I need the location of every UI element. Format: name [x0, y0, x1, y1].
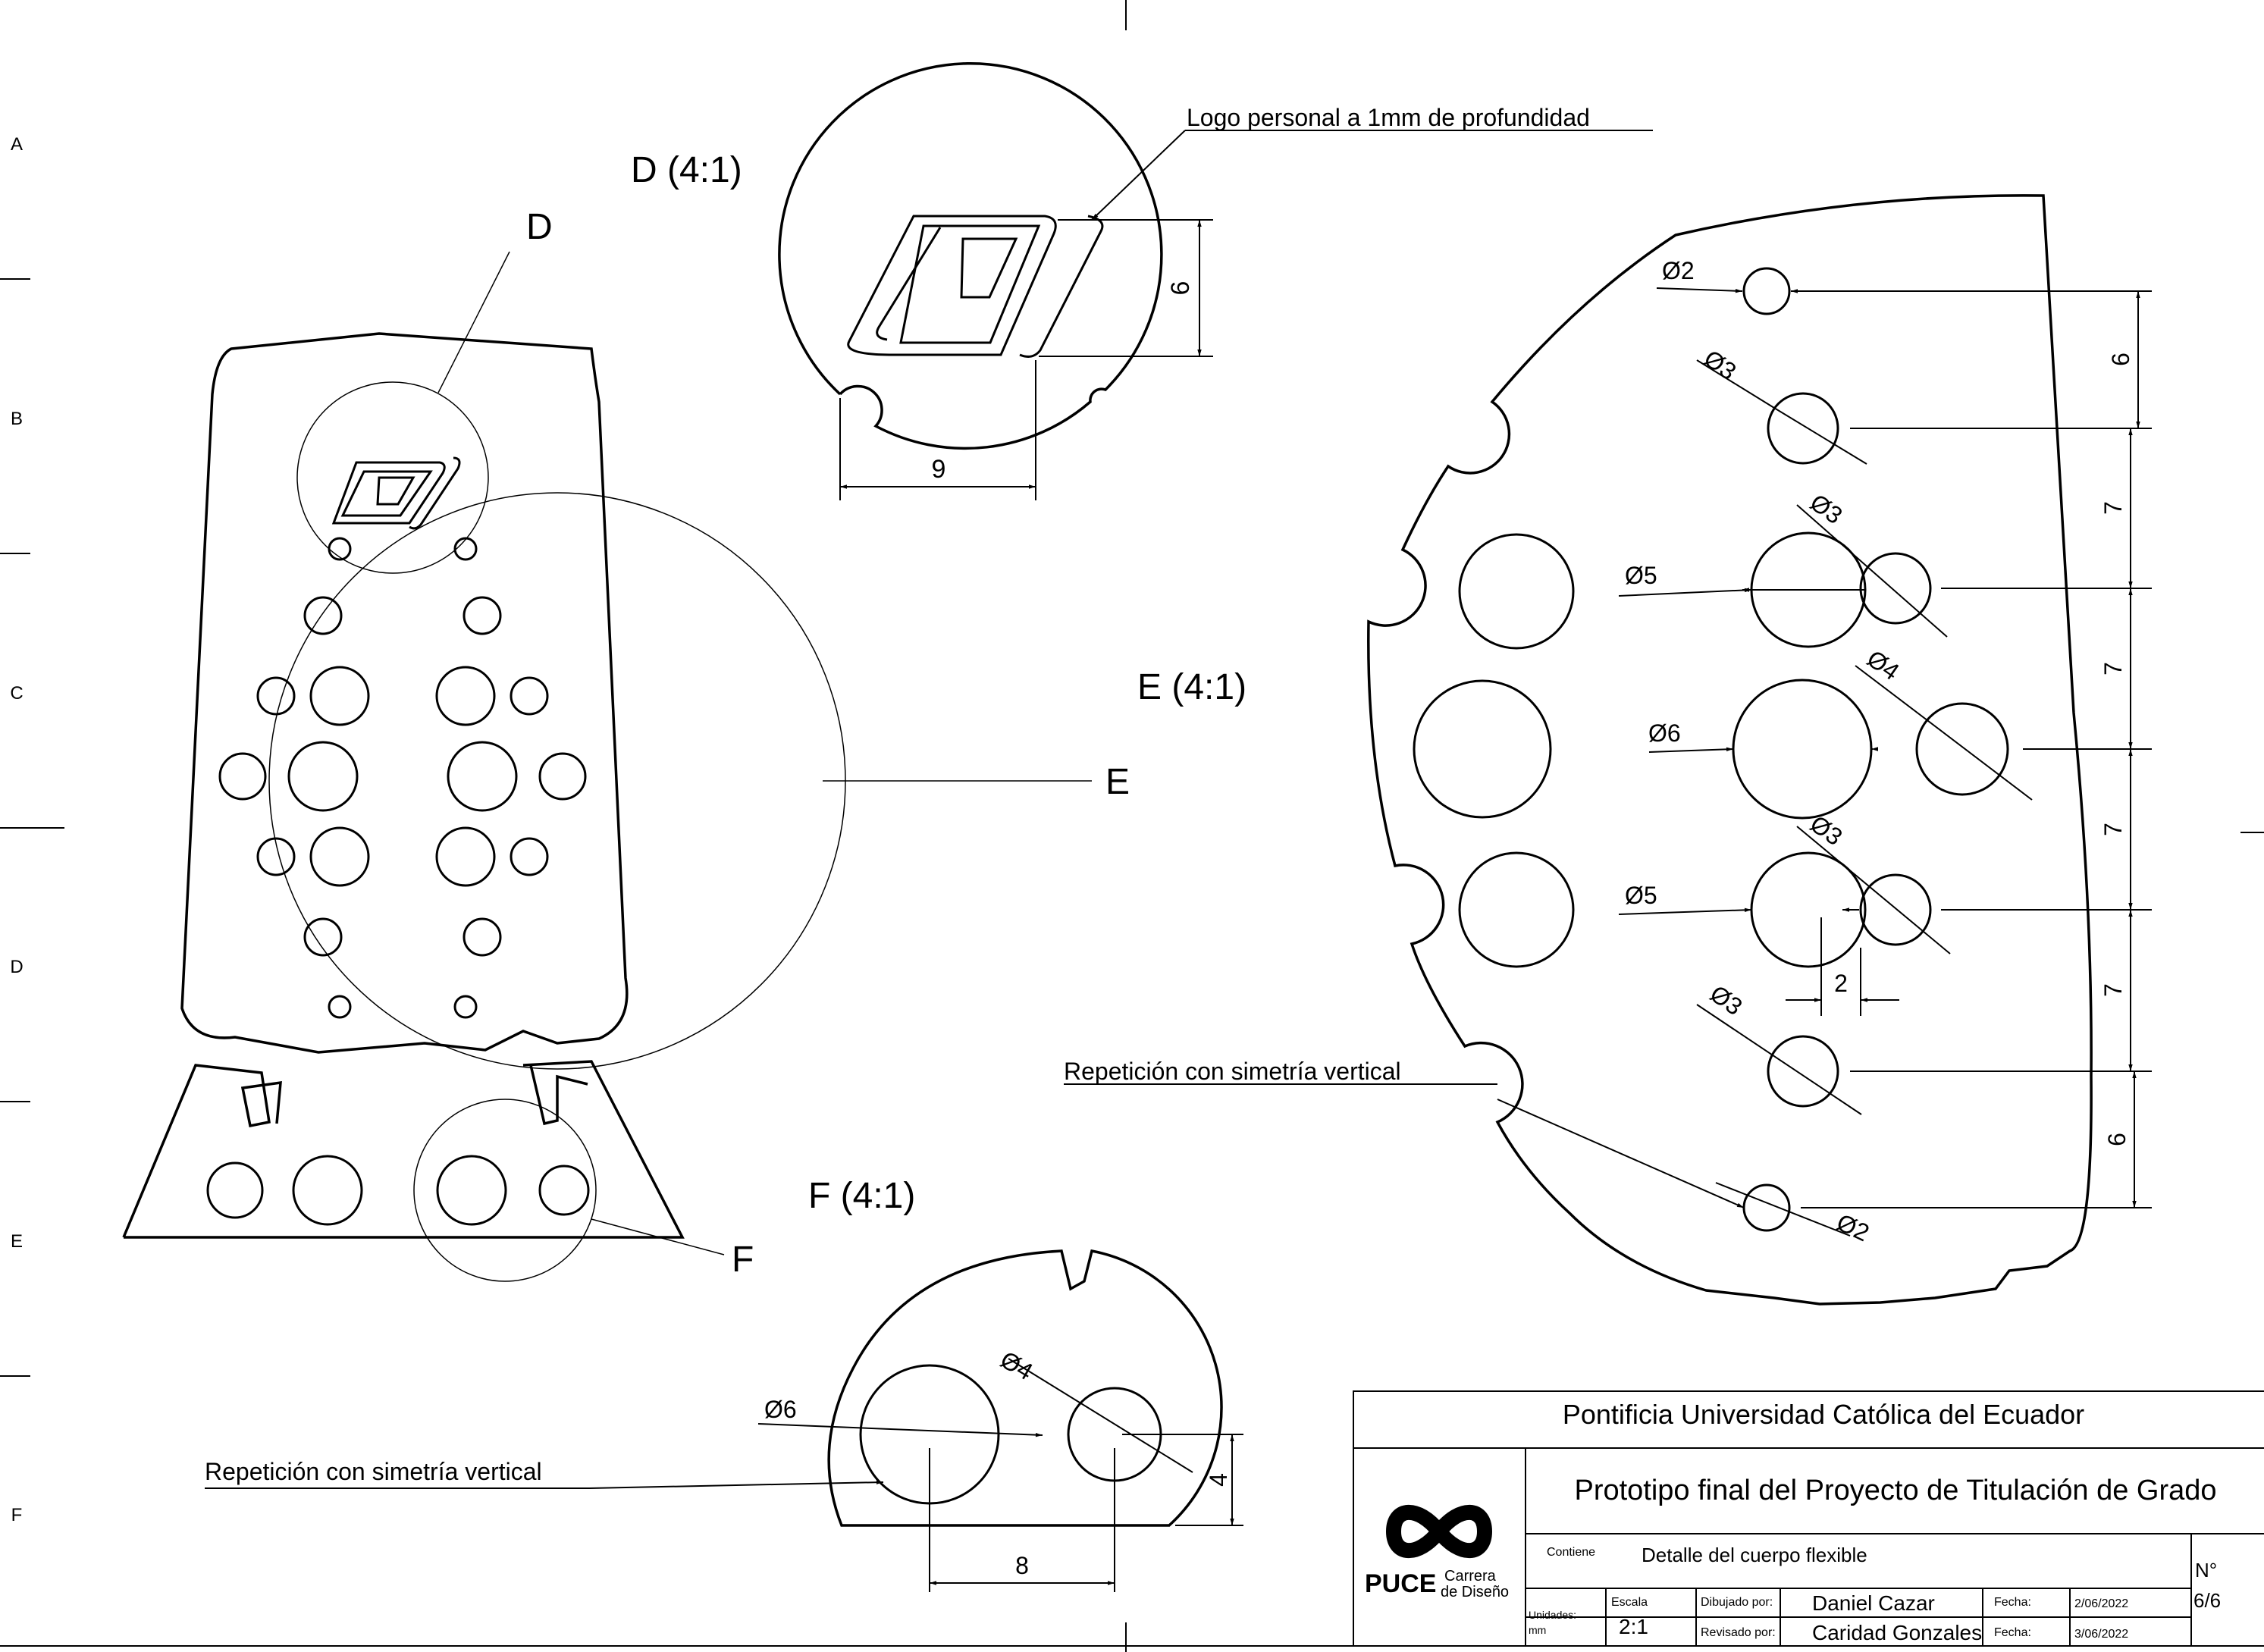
logo-line1: Carrera	[1444, 1568, 1497, 1585]
row-letters: A B C D E F	[10, 134, 23, 1525]
contiene-label: Contiene	[1547, 1546, 1595, 1559]
e-gap-dim: 2	[1834, 970, 1848, 997]
base-outline	[122, 1060, 685, 1239]
detail-d-width-dim: 9	[932, 455, 946, 484]
detail-d-height-dim: 6	[1166, 281, 1195, 296]
logo-note-text: Logo personal a 1mm de profundidad	[1187, 104, 1590, 131]
f-dia-big: Ø6	[764, 1396, 797, 1423]
e-dia-row2-big: Ø5	[1625, 562, 1657, 589]
detail-e-view: E (4:1)	[1064, 194, 2152, 1306]
logo-engraving	[331, 456, 461, 530]
detail-e-callout-circle	[268, 492, 846, 1070]
callout-label-d: D	[526, 207, 553, 247]
escala-value: 2:1	[1619, 1615, 1648, 1638]
numero-label: N°	[2195, 1559, 2217, 1581]
e-dia-row3-big: Ø6	[1648, 719, 1681, 747]
row-letter-e: E	[11, 1231, 23, 1252]
project-title: Prototipo final del Proyecto de Titulaci…	[1574, 1475, 2216, 1506]
infinity-mark	[1385, 1504, 1493, 1559]
detail-d-title: D (4:1)	[631, 150, 742, 190]
detail-d-logo	[847, 215, 1104, 358]
logo-line2: de Diseño	[1441, 1584, 1509, 1600]
institution-name: Pontificia Universidad Católica del Ecua…	[1563, 1399, 2084, 1430]
row-letter-b: B	[11, 409, 23, 429]
revisado-value: Caridad Gonzales	[1812, 1621, 1982, 1644]
detail-f-outline	[827, 1249, 1223, 1527]
detail-e-holes	[1413, 267, 2009, 1232]
unidades-label: Unidades:	[1529, 1609, 1576, 1621]
row-letter-c: C	[10, 683, 23, 704]
row-letter-a: A	[11, 134, 23, 155]
repeat-note-f: Repetición con simetría vertical	[205, 1458, 542, 1485]
detail-e-outline	[1367, 194, 2093, 1306]
row-letter-d: D	[10, 957, 23, 977]
f-dia-small: Ø4	[996, 1346, 1038, 1386]
e-dia-row4-big: Ø5	[1625, 882, 1657, 909]
e-spacing-3: 7	[2099, 662, 2127, 676]
callout-label-f: F	[732, 1240, 754, 1280]
detail-f-callout-circle	[413, 1099, 597, 1282]
detail-f-view: F (4:1) Ø6 Ø4 4 8 Repetición con simetrí…	[205, 1176, 1243, 1592]
main-part-view: D E F	[122, 207, 1130, 1282]
numero-value: 6/6	[2193, 1589, 2221, 1612]
e-spacing-6: 6	[2103, 1133, 2131, 1146]
e-dia-top: Ø2	[1662, 257, 1695, 284]
body-outline	[180, 332, 629, 1054]
f-height-dim: 4	[1205, 1473, 1232, 1487]
body-holes	[206, 537, 590, 1226]
base-notch-right	[529, 1064, 588, 1126]
e-dia-row4-small: Ø3	[1805, 810, 1848, 851]
e-dia-row2-small: Ø3	[1805, 488, 1848, 529]
fecha-label-2: Fecha:	[1994, 1626, 2031, 1639]
detail-d-outline	[778, 61, 1163, 450]
fecha-value-2: 3/06/2022	[2074, 1628, 2128, 1641]
repeat-note-e: Repetición con simetría vertical	[1064, 1058, 1401, 1085]
dibujado-label: Dibujado por:	[1701, 1596, 1773, 1609]
fecha-value-1: 2/06/2022	[2074, 1597, 2128, 1610]
e-dia-row3-small: Ø4	[1862, 644, 1905, 685]
detail-f-title: F (4:1)	[808, 1176, 915, 1216]
title-block: Pontificia Universidad Católica del Ecua…	[1353, 1390, 2264, 1647]
dibujado-value: Daniel Cazar	[1812, 1591, 1935, 1615]
e-dia-row1: Ø3	[1699, 344, 1742, 385]
detail-e-title: E (4:1)	[1137, 667, 1246, 707]
callout-label-e: E	[1105, 762, 1130, 802]
detail-d-callout-circle	[296, 381, 489, 574]
revisado-label: Revisado por:	[1701, 1626, 1776, 1639]
fecha-label-1: Fecha:	[1994, 1596, 2031, 1609]
e-spacing-1: 6	[2107, 353, 2134, 366]
e-spacing-5: 7	[2099, 983, 2127, 997]
escala-label: Escala	[1611, 1596, 1648, 1609]
puce-logo: PUCE Carrera de Diseño	[1365, 1504, 1509, 1600]
e-spacing-2: 7	[2099, 501, 2127, 515]
e-dia-bottom: Ø2	[1833, 1208, 1874, 1247]
contiene-value: Detalle del cuerpo flexible	[1642, 1544, 1867, 1566]
unidades-value: mm	[1529, 1624, 1546, 1636]
row-letter-f: F	[11, 1505, 23, 1525]
e-spacing-4: 7	[2099, 823, 2127, 836]
f-width-dim: 8	[1015, 1552, 1029, 1579]
detail-d-view: D (4:1) Logo personal a 1mm de profundid…	[631, 61, 1653, 500]
logo-brand: PUCE	[1365, 1569, 1436, 1598]
